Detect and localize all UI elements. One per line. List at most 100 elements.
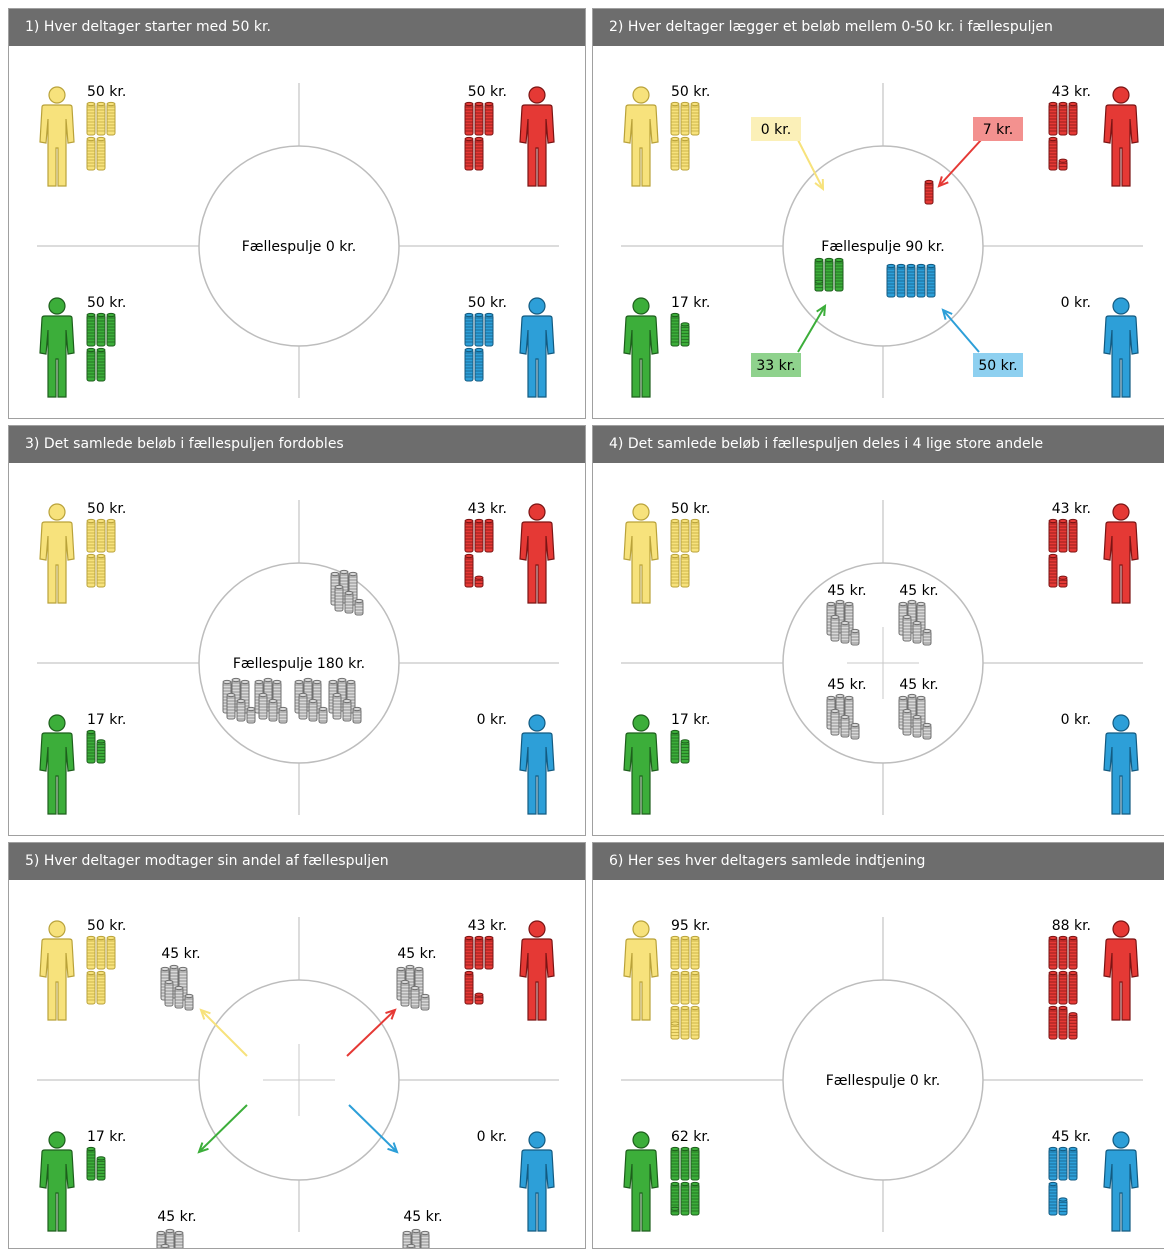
player-amount: 50 kr. bbox=[87, 295, 126, 311]
share-label: 45 kr. bbox=[397, 946, 436, 962]
coin-stack-icon bbox=[680, 518, 690, 553]
coin-stack-icon bbox=[902, 614, 912, 642]
coin-stack-icon bbox=[1048, 970, 1058, 1005]
coin-stack-icon bbox=[1048, 553, 1058, 588]
coin-stack-icon bbox=[690, 101, 700, 136]
coin-stack-icon bbox=[1058, 1005, 1068, 1040]
coin-stack-icon bbox=[278, 706, 288, 724]
coin-stack-icon bbox=[916, 263, 926, 298]
coin-stack-icon bbox=[174, 985, 184, 1009]
coin-stack-icon bbox=[1048, 935, 1058, 970]
panel-diagram: 50 kr.43 kr.17 kr.0 kr.45 kr.45 kr.45 kr… bbox=[621, 500, 1143, 815]
panel-3: 3) Det samlede beløb i fællespuljen ford… bbox=[8, 425, 586, 836]
coin-stack-icon bbox=[680, 136, 690, 171]
coin-stack-icon bbox=[406, 1243, 416, 1248]
coin-stack-icon bbox=[464, 518, 474, 553]
coin-stack-icon bbox=[1058, 1197, 1068, 1216]
share-label: 45 kr. bbox=[899, 677, 938, 693]
coin-stack-icon bbox=[1058, 158, 1068, 171]
coin-stack-icon bbox=[690, 1005, 700, 1040]
coin-stack-icon bbox=[1068, 518, 1078, 553]
coin-stack-icon bbox=[174, 1230, 184, 1248]
coin-stack-icon bbox=[344, 590, 354, 614]
coin-stack-icon bbox=[922, 628, 932, 646]
coin-stack-icon bbox=[474, 992, 484, 1005]
coin-stack-icon bbox=[680, 322, 690, 347]
coin-stack-icon bbox=[670, 518, 680, 553]
person-icon bbox=[623, 1131, 659, 1232]
share-label: 45 kr. bbox=[899, 583, 938, 599]
coin-stack-icon bbox=[86, 935, 96, 970]
coin-stack-icon bbox=[1048, 136, 1058, 171]
coin-stack-icon bbox=[236, 698, 246, 722]
coin-stack-icon bbox=[352, 706, 362, 724]
pool-label: Fællespulje 0 kr. bbox=[826, 1073, 940, 1089]
coin-stack-icon bbox=[850, 722, 860, 740]
coin-stack-icon bbox=[912, 714, 922, 738]
share-label: 45 kr. bbox=[827, 583, 866, 599]
coin-stack-icon bbox=[164, 979, 174, 1007]
coin-stack-icon bbox=[1058, 935, 1068, 970]
coin-stack-icon bbox=[96, 312, 106, 347]
coin-stack-icon bbox=[680, 553, 690, 588]
coin-stack-icon bbox=[670, 1146, 680, 1181]
coin-stack-icon bbox=[924, 179, 934, 205]
coin-stack-icon bbox=[1068, 101, 1078, 136]
coin-stack-icon bbox=[464, 553, 474, 588]
coin-stack-icon bbox=[1068, 1146, 1078, 1181]
coin-stack-icon bbox=[680, 935, 690, 970]
coin-stack-icon bbox=[670, 312, 680, 347]
person-icon bbox=[39, 297, 75, 398]
panel-title: 3) Det samlede beløb i fællespuljen ford… bbox=[9, 426, 585, 463]
panel-title: 1) Hver deltager starter med 50 kr. bbox=[9, 9, 585, 46]
coin-stack-icon bbox=[86, 553, 96, 588]
coin-stack-icon bbox=[268, 698, 278, 722]
coin-stack-icon bbox=[474, 575, 484, 588]
person-icon bbox=[1103, 297, 1139, 398]
coin-stack-icon bbox=[464, 347, 474, 382]
coin-stack-icon bbox=[246, 706, 256, 724]
coin-stack-icon bbox=[670, 101, 680, 136]
coin-stack-icon bbox=[1058, 970, 1068, 1005]
coin-stack-icon bbox=[318, 706, 328, 724]
person-icon bbox=[39, 1131, 75, 1232]
player-amount: 17 kr. bbox=[87, 712, 126, 728]
coin-stack-icon bbox=[86, 312, 96, 347]
contribution-label: 50 kr. bbox=[978, 358, 1017, 374]
person-icon bbox=[1103, 920, 1139, 1021]
coin-stack-icon bbox=[420, 993, 430, 1011]
coin-stack-icon bbox=[484, 101, 494, 136]
coin-stack-icon bbox=[840, 714, 850, 738]
coin-stack-icon bbox=[690, 1181, 700, 1216]
coin-stack-icon bbox=[670, 136, 680, 171]
coin-stack-icon bbox=[106, 101, 116, 136]
player-amount: 50 kr. bbox=[87, 84, 126, 100]
person-icon bbox=[39, 503, 75, 604]
arrow-icon bbox=[937, 139, 982, 188]
arrow-icon bbox=[941, 308, 980, 353]
pool-label: Fællespulje 0 kr. bbox=[242, 239, 356, 255]
player-amount: 88 kr. bbox=[1052, 918, 1091, 934]
coin-stack-icon bbox=[814, 279, 824, 292]
coin-stack-icon bbox=[680, 1005, 690, 1040]
coin-stack-icon bbox=[1058, 575, 1068, 588]
contribution-label: 33 kr. bbox=[756, 358, 795, 374]
player-amount: 43 kr. bbox=[1052, 84, 1091, 100]
panel-5: 5) Hver deltager modtager sin andel af f… bbox=[8, 842, 586, 1249]
coin-stack-icon bbox=[226, 692, 236, 720]
coin-stack-icon bbox=[474, 347, 484, 382]
coin-stack-icon bbox=[1068, 970, 1078, 1005]
coin-stack-icon bbox=[474, 935, 484, 970]
coin-stack-icon bbox=[96, 970, 106, 1005]
person-icon bbox=[519, 920, 555, 1021]
player-amount: 50 kr. bbox=[468, 295, 507, 311]
panel-4: 4) Det samlede beløb i fællespuljen dele… bbox=[592, 425, 1164, 836]
coin-stack-icon bbox=[484, 518, 494, 553]
arrow-icon bbox=[797, 304, 827, 353]
coin-stack-icon bbox=[840, 620, 850, 644]
pool-circle bbox=[198, 145, 400, 347]
person-icon bbox=[519, 86, 555, 187]
player-amount: 0 kr. bbox=[1061, 295, 1091, 311]
coin-stack-icon bbox=[86, 347, 96, 382]
coin-stack-icon bbox=[906, 263, 916, 298]
